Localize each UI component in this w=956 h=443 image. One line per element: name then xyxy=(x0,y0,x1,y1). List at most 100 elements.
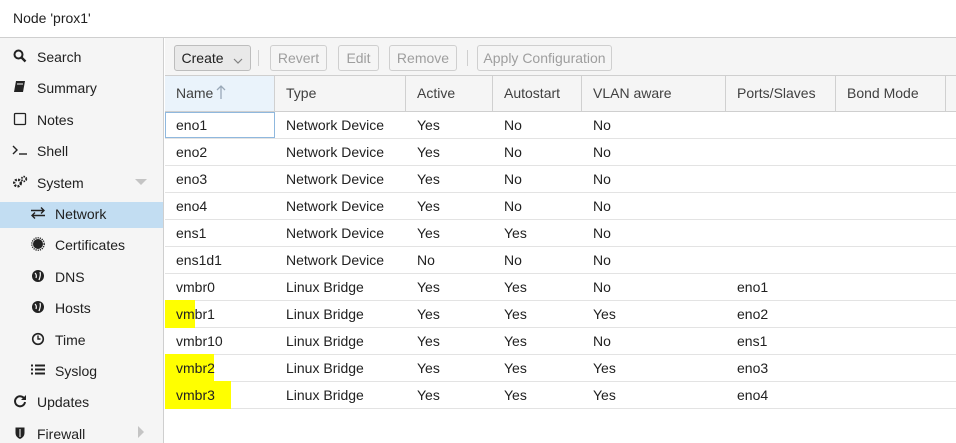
toolbar: Create Revert Edit Remove Apply Configur… xyxy=(165,38,956,76)
cell-ports-slaves xyxy=(726,247,836,273)
cell-ports-slaves xyxy=(726,166,836,192)
cell-ports-slaves: ens1 xyxy=(737,333,768,349)
cell-vlan-aware: No xyxy=(593,252,611,268)
cell-autostart: Yes xyxy=(504,387,527,403)
clock-icon xyxy=(30,332,46,350)
column-header-active[interactable]: Active xyxy=(406,76,493,111)
node-title-bar: Node 'prox1' xyxy=(0,0,956,38)
sidebar-item-label: System xyxy=(37,174,84,191)
globe-icon xyxy=(30,300,46,318)
cell-active: No xyxy=(417,252,435,268)
cell-vlan-aware: No xyxy=(593,117,611,133)
sidebar-item-updates[interactable]: Updates xyxy=(0,390,163,416)
cell-ports-slaves xyxy=(726,139,836,165)
cell-autostart: Yes xyxy=(504,225,527,241)
cell-type: Network Device xyxy=(286,144,385,160)
sidebar-item-system[interactable]: System xyxy=(0,171,163,197)
edit-button[interactable]: Edit xyxy=(338,45,379,71)
name-highlight xyxy=(165,300,195,328)
cell-active: Yes xyxy=(417,333,440,349)
cell-autostart: No xyxy=(504,252,522,268)
sidebar-item-label: Certificates xyxy=(55,237,126,254)
sidebar-item-firewall[interactable]: Firewall xyxy=(0,422,163,443)
cell-active: Yes xyxy=(417,144,440,160)
toolbar-separator xyxy=(467,50,468,66)
column-header-name[interactable]: Name xyxy=(165,76,275,111)
cell-active: Yes xyxy=(417,279,440,295)
refresh-icon xyxy=(12,394,28,412)
expanded-chevron-icon[interactable] xyxy=(135,175,147,193)
cell-bond-mode xyxy=(836,355,946,381)
sidebar-item-label: Time xyxy=(55,331,86,348)
apply-configuration-button[interactable]: Apply Configuration xyxy=(477,45,612,71)
sidebar-item-label: Summary xyxy=(37,80,97,97)
sidebar-item-dns[interactable]: DNS xyxy=(0,265,163,291)
sidebar-item-summary[interactable]: Summary xyxy=(0,76,163,102)
cell-autostart: No xyxy=(504,117,522,133)
cell-type: Network Device xyxy=(286,117,385,133)
sidebar-item-notes[interactable]: Notes xyxy=(0,108,163,134)
page-title: Node 'prox1' xyxy=(13,10,91,26)
cell-active: Yes xyxy=(417,387,440,403)
sidebar-item-certificates[interactable]: Certificates xyxy=(0,233,163,259)
column-header-vlan-aware[interactable]: VLAN aware xyxy=(582,76,726,111)
create-button[interactable]: Create xyxy=(174,45,251,71)
cell-type: Network Device xyxy=(286,171,385,187)
cell-bond-mode xyxy=(836,301,946,327)
cell-vlan-aware: No xyxy=(593,171,611,187)
sidebar-item-time[interactable]: Time xyxy=(0,328,163,354)
cell-active: Yes xyxy=(417,198,440,214)
column-header-ports-slaves[interactable]: Ports/Slaves xyxy=(726,76,836,111)
name-highlight xyxy=(165,381,231,409)
remove-button[interactable]: Remove xyxy=(389,45,457,71)
cell-type: Linux Bridge xyxy=(286,387,364,403)
sidebar-item-hosts[interactable]: Hosts xyxy=(0,296,163,322)
sidebar-item-label: DNS xyxy=(55,268,85,285)
column-header-type[interactable]: Type xyxy=(275,76,406,111)
cell-vlan-aware: Yes xyxy=(593,306,616,322)
cell-ports-slaves: eno3 xyxy=(737,360,769,376)
cell-bond-mode xyxy=(836,166,946,192)
cell-type: Linux Bridge xyxy=(286,306,364,322)
sidebar-item-network[interactable]: Network xyxy=(0,202,163,228)
cell-name: vmbr10 xyxy=(176,333,223,349)
cell-name: eno4 xyxy=(176,198,208,214)
cell-bond-mode xyxy=(836,247,946,273)
cell-active: Yes xyxy=(417,306,440,322)
collapsed-chevron-icon[interactable] xyxy=(137,425,145,443)
search-icon xyxy=(12,49,28,67)
sidebar-item-search[interactable]: Search xyxy=(0,45,163,71)
cell-autostart: No xyxy=(504,144,522,160)
sidebar-item-label: Search xyxy=(37,49,82,65)
sidebar-item-shell[interactable]: Shell xyxy=(0,139,163,165)
revert-button[interactable]: Revert xyxy=(270,45,327,71)
sidebar-item-label: Syslog xyxy=(55,363,98,379)
cell-name: vmbr0 xyxy=(176,279,215,295)
column-header-autostart[interactable]: Autostart xyxy=(493,76,582,111)
cell-autostart: No xyxy=(504,171,522,187)
sidebar-item-syslog[interactable]: Syslog xyxy=(0,359,163,385)
cell-bond-mode xyxy=(836,139,946,165)
sort-ascending-icon xyxy=(216,85,226,101)
sidebar-item-label: Updates xyxy=(37,394,90,411)
shield-icon xyxy=(12,426,28,443)
globe-icon xyxy=(30,269,46,287)
cell-autostart: Yes xyxy=(504,306,527,322)
column-header-bond-mode[interactable]: Bond Mode xyxy=(836,76,946,111)
column-header-label: Autostart xyxy=(504,85,561,101)
cell-type: Network Device xyxy=(286,225,385,241)
cell-ports-slaves xyxy=(726,112,836,138)
